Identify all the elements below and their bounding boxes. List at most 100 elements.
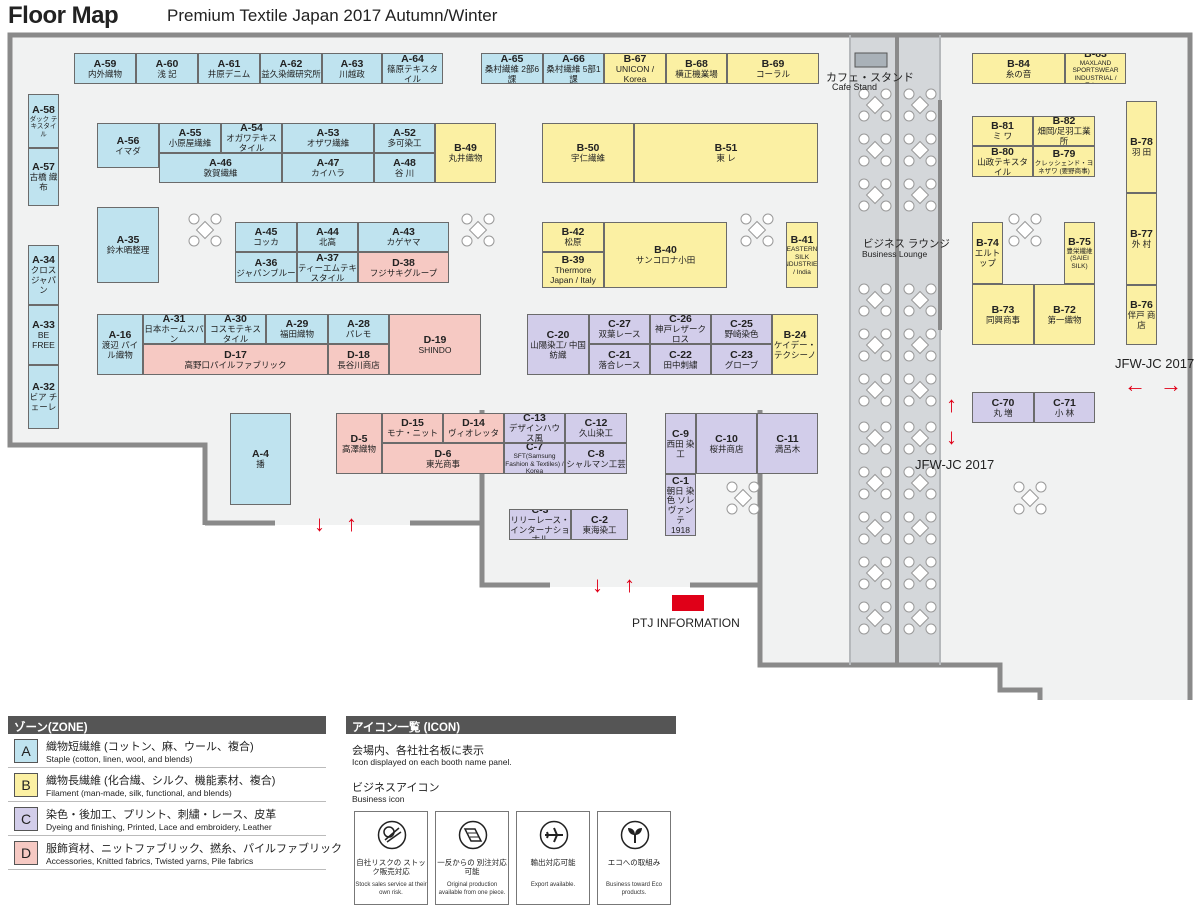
booth-name: 渡辺 パイル織物 xyxy=(101,339,139,360)
booth-name: 桜井商店 xyxy=(709,443,744,454)
icon-caption-en: Export available. xyxy=(530,882,576,888)
lounge-table-icon xyxy=(903,556,937,590)
booth-id: B-40 xyxy=(654,244,677,257)
lounge-table-icon xyxy=(858,328,892,362)
booth-name: コスモテキスタイル xyxy=(210,324,261,344)
cafe-label-en: Cafe Stand xyxy=(832,82,878,92)
booth-id: C-9 xyxy=(672,427,689,440)
booth-name: コーラル xyxy=(755,68,790,79)
booth-name: デザインハウス風 xyxy=(508,423,560,443)
zone-swatch: B xyxy=(14,773,38,797)
booth-id: D-6 xyxy=(434,447,452,460)
lounge-table-icon xyxy=(858,601,892,635)
booth-id: A-55 xyxy=(178,127,202,140)
lounge-table-icon xyxy=(858,133,892,167)
booth-name: オザワ繊維 xyxy=(306,138,350,149)
booth-id: C-1 xyxy=(672,474,689,487)
booth-name: 伴戸 商店 xyxy=(1127,310,1156,331)
booth-name: 神戸レザークロス xyxy=(654,324,706,344)
booth-id: B-41 xyxy=(790,234,814,247)
booth-name: 鈴木晒整理 xyxy=(106,245,150,256)
booth-id: A-29 xyxy=(285,318,309,331)
page-subtitle: Premium Textile Japan 2017 Autumn/Winter xyxy=(167,6,498,25)
lounge-table-icon xyxy=(903,178,937,212)
booth-id: A-58 xyxy=(32,103,55,116)
booth-id: D-17 xyxy=(224,348,247,361)
booth-name: 山政テキスタイル xyxy=(977,156,1028,177)
booth-id: C-20 xyxy=(546,328,570,341)
booth-id: A-37 xyxy=(316,252,339,264)
booth-id: A-64 xyxy=(401,53,424,65)
booth-name: 日本ホームスパン xyxy=(144,324,204,344)
jfw-label-mid: JFW-JC 2017 xyxy=(915,457,995,472)
booth-name: ケイデー・ テクシーノ xyxy=(773,339,817,360)
booth-name: 丸 増 xyxy=(993,407,1013,418)
cafe-stand-icon xyxy=(854,52,888,68)
booth-name: 落合レース xyxy=(598,359,641,370)
booth-name: 同興商事 xyxy=(985,314,1020,325)
lounge-label-en: Business Lounge xyxy=(862,249,928,259)
icon-caption-jp: 自社リスクの ストック販売対応 xyxy=(356,858,426,877)
booth-name: 東海染工 xyxy=(582,524,617,535)
lounge-table-icon xyxy=(1008,213,1042,247)
booth-name: モナ・ニット xyxy=(386,428,438,439)
entry-arrow-up-icon: ↑ xyxy=(624,572,635,597)
booth-name: 満呂木 xyxy=(774,443,801,454)
booth-name: 横正機業場 xyxy=(675,68,718,79)
lounge-table-icon xyxy=(903,466,937,500)
booth-name: 宇仁繊維 xyxy=(570,153,605,164)
arrow-left-icon: ← xyxy=(1124,372,1146,397)
booth-name: ミ ワ xyxy=(992,131,1013,142)
booth-id: C-22 xyxy=(669,348,692,361)
booth-name: カゲヤマ xyxy=(386,237,421,248)
booth-name: 久山染工 xyxy=(578,428,613,439)
icon-caption-en: Business toward Eco products. xyxy=(605,882,663,896)
booth-id: B-49 xyxy=(454,142,477,155)
booth-id: D-5 xyxy=(350,432,368,445)
booth-id: B-24 xyxy=(783,328,807,341)
booth-id: A-16 xyxy=(108,328,132,341)
booth-name: Thermore Japan / Italy xyxy=(550,265,596,286)
booth-name: 内外織物 xyxy=(87,68,122,79)
sprout-icon xyxy=(620,820,650,850)
booth-id: D-18 xyxy=(347,348,370,361)
booth-name: 北高 xyxy=(318,237,336,248)
booth-name: シャルマン工芸 xyxy=(566,458,626,469)
icon-legend-line1-en: Icon displayed on each booth name panel. xyxy=(352,757,512,767)
booth-name: リリーレース・ インターナショナル xyxy=(510,514,570,540)
booth-name: 小原屋繊維 xyxy=(168,138,212,149)
booth-name: パレモ xyxy=(345,329,372,340)
booth-name: 敦賀繊維 xyxy=(203,168,238,179)
booth-name: 松原 xyxy=(564,237,582,248)
icon-legend: アイコン一覧 (ICON) 会場内、各社社名板に表示 Icon displaye… xyxy=(346,716,676,905)
booth-id: A-36 xyxy=(254,256,278,269)
lounge-table-icon xyxy=(858,178,892,212)
lounge-table-icon xyxy=(858,511,892,545)
booth-id: C-10 xyxy=(715,432,738,445)
